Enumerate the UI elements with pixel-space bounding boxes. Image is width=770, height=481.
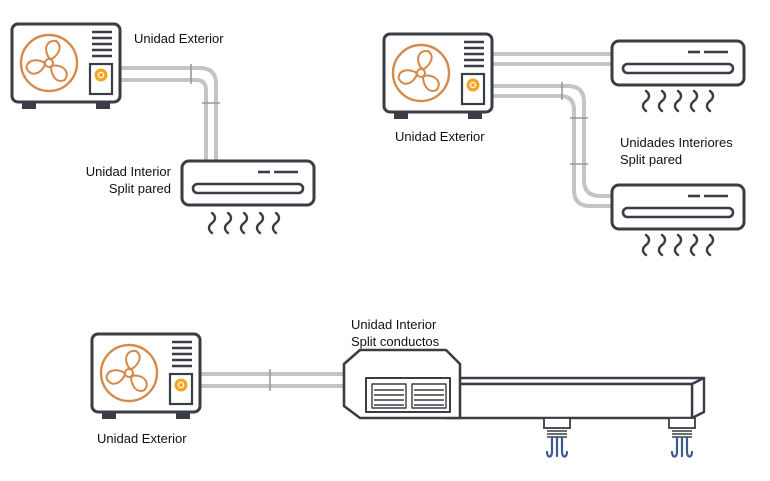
outdoor-unit-icon — [90, 332, 202, 421]
refrigerant-pipe — [200, 372, 348, 388]
duct-unit-label-line1: Unidad Interior — [351, 317, 437, 332]
vent-icon — [542, 416, 572, 458]
duct-unit-label: Unidad Interior Split conductos — [351, 316, 439, 350]
outdoor-unit-label: Unidad Exterior — [97, 431, 187, 446]
refrigerant-pipe — [490, 52, 612, 208]
indoor-units-label-line1: Unidades Interiores — [620, 135, 733, 150]
duct-unit-label-line2: Split conductos — [351, 334, 440, 349]
vent-icon — [667, 416, 697, 458]
pipe-joint — [190, 64, 220, 104]
wall-split-unit-icon — [180, 159, 316, 207]
outdoor-unit-icon — [10, 22, 122, 111]
pipe-joint — [561, 82, 588, 165]
outdoor-unit-icon — [382, 32, 494, 121]
refrigerant-pipe — [120, 66, 218, 165]
indoor-unit-label-line2: Split pared — [108, 181, 171, 196]
indoor-units-label: Unidades Interiores Split pared — [620, 134, 733, 168]
indoor-units-label-line2: Split pared — [620, 152, 683, 167]
indoor-unit-label-line1: Unidad Interior — [85, 164, 171, 179]
wall-split-unit-icon — [610, 39, 746, 87]
airflow-icon — [641, 89, 715, 113]
air-duct — [444, 376, 706, 420]
duct-unit-icon — [342, 348, 462, 420]
airflow-icon — [207, 211, 281, 235]
airflow-icon — [641, 233, 715, 257]
diagram-2 — [382, 32, 746, 257]
outdoor-unit-label: Unidad Exterior — [134, 31, 224, 46]
outdoor-unit-label: Unidad Exterior — [395, 129, 485, 144]
diagram-3 — [90, 332, 706, 458]
indoor-unit-label: Unidad Interior Split pared — [75, 163, 171, 197]
wall-split-unit-icon — [610, 183, 746, 231]
diagram-1 — [10, 22, 316, 235]
